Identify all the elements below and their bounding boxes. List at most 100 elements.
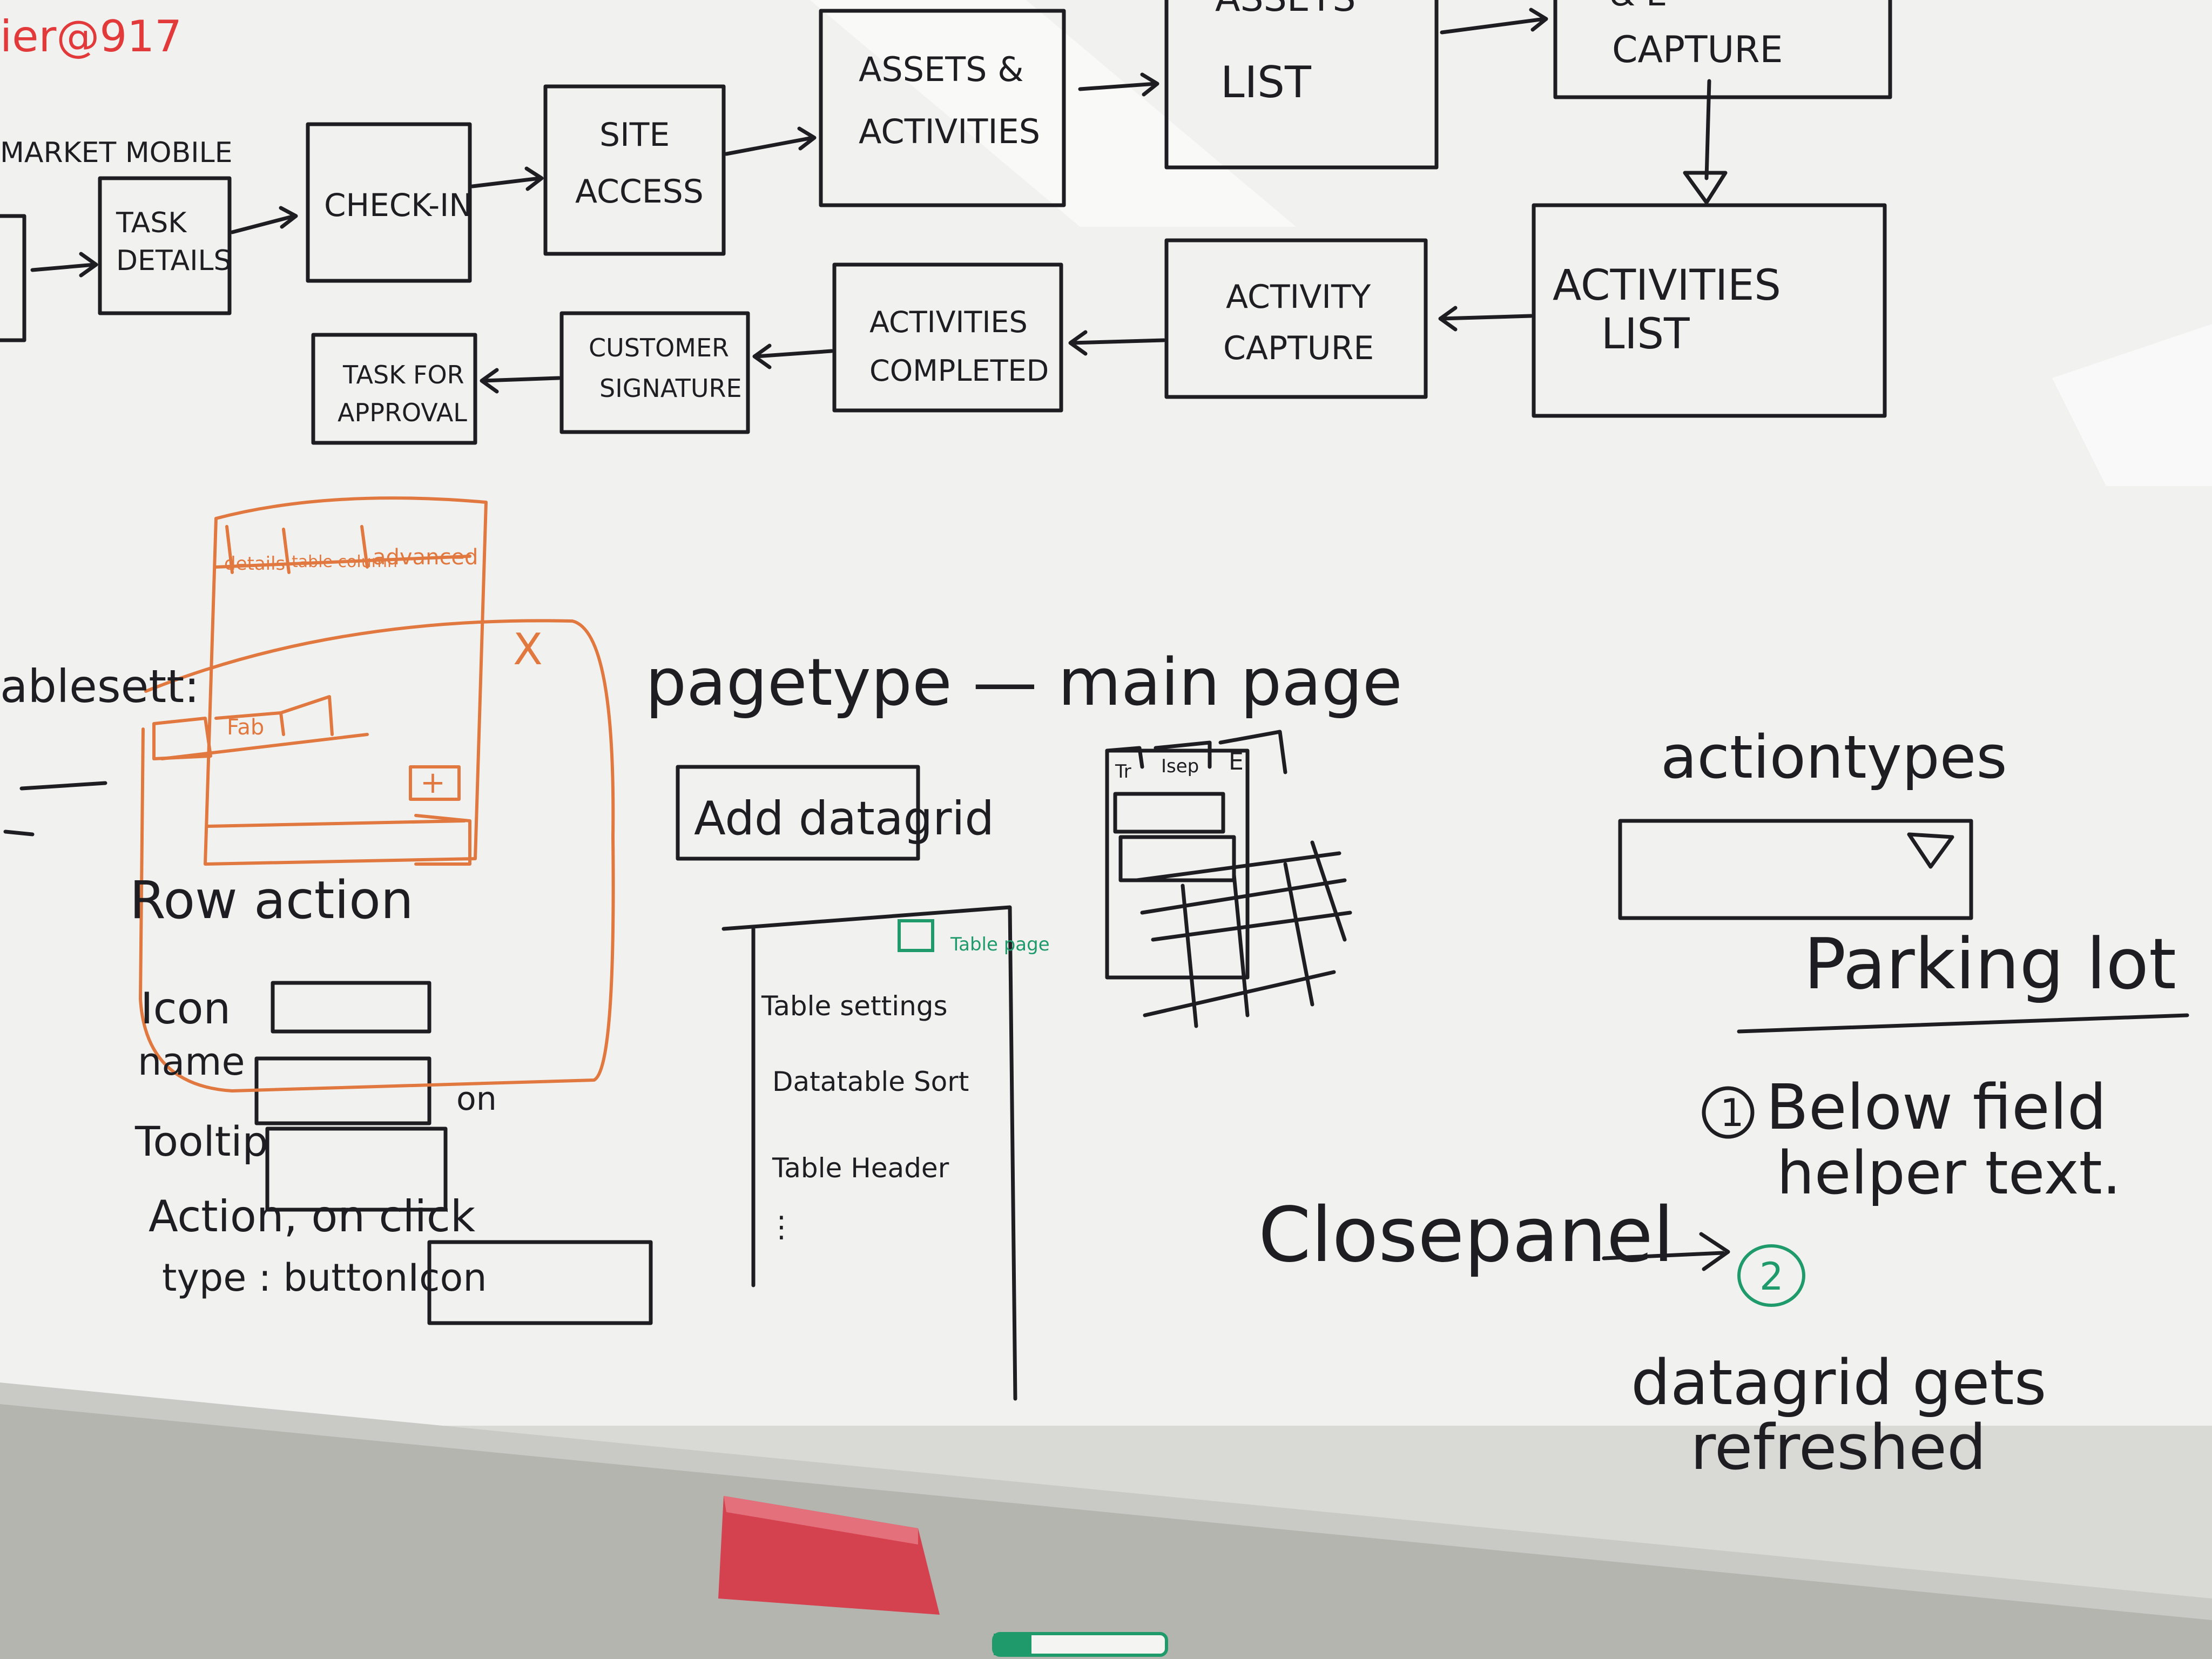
orange-plus-mark: + [420,765,446,800]
panel-ellipsis: ⋮ [767,1210,796,1244]
parking-lot-underline [1737,1013,2189,1034]
capture-top-line2: CAPTURE [1612,29,1783,71]
flow-arrow [1440,8,1548,35]
orange-tab-table-column: table column [292,552,397,571]
task-details-line1: TASK [116,207,187,239]
activities-completed-line2: COMPLETED [869,354,1049,388]
site-access-line2: ACCESS [575,173,704,211]
row-action-label: Row action [130,870,414,930]
brand-fragment: ier@917 [0,11,182,62]
panel-item-datatable-sort: Datatable Sort [772,1066,969,1097]
grid-tab-tr: Tr [1115,761,1131,783]
flow-arrow [1438,306,1533,332]
task-for-approval-line1: TASK FOR [342,360,464,389]
item-2-line1: datagrid gets [1631,1347,2047,1419]
icon-label: Icon [140,983,231,1034]
icon-field-sketch [271,981,431,1034]
activities-list-line1: ACTIVITIES [1553,261,1781,310]
on-label: on [456,1080,497,1118]
pagetype-label: pagetype — main page [645,645,1402,720]
assets-list-line1: ASSETS [1215,0,1356,20]
flow-box-left-partial [0,214,26,342]
middle-notes: pagetype — main page Add datagrid Table … [645,645,1402,1244]
item-1-circle [1702,1086,1755,1139]
name-label: name [138,1040,245,1084]
flow-box-activities-list [1532,203,1887,418]
green-notes [898,919,1805,1307]
check-in-label: CHECK-IN [324,187,473,224]
flow-box-task-details [98,176,232,315]
flow-arrow [752,343,834,369]
right-notes: actiontypes Parking lot 1 Below field he… [1258,723,2176,1484]
orange-tab-small: Fab [227,715,264,740]
left-notes: ablesett: Row action Icon name Tooltip A… [0,660,497,1300]
activity-capture-line1: ACTIVITY [1226,278,1371,316]
tooltip-field-sketch [265,1127,448,1212]
orange-modal-sketch [139,496,615,1092]
assets-activities-line1: ASSETS & [859,50,1024,89]
item-2-line2: refreshed [1690,1412,1986,1484]
tooltip-label: Tooltip [134,1117,268,1165]
green-note: Table page [950,934,1050,955]
task-details-line2: DETAILS [116,245,232,277]
actiontypes-dropdown-sketch [1618,819,1973,920]
customer-signature-line2: SIGNATURE [599,374,742,403]
activities-completed-line1: ACTIVITIES [869,305,1028,339]
item-2-number: 2 [1759,1255,1784,1299]
eraser [718,1496,940,1615]
flow-box-capture-top [1553,0,1892,99]
add-datagrid-sketch [676,765,920,861]
item-1-line1: Below field [1766,1071,2107,1144]
flow-arrow-down [1683,79,1728,205]
flow-arrow [30,252,98,278]
action-on-click-label: Action, on click [149,1191,476,1242]
flow-arrow [230,206,298,234]
task-for-approval-line2: APPROVAL [338,398,467,427]
panel-item-table-settings: Table settings [761,990,948,1022]
flow-box-site-access [543,84,726,256]
site-access-line1: SITE [599,116,670,154]
flow-box-activity-capture [1164,238,1428,399]
action-field-sketch [427,1240,653,1325]
flow-box-assets-activities [819,9,1066,207]
assets-activities-line2: ACTIVITIES [859,112,1040,151]
activities-list-line2: LIST [1601,310,1690,359]
type-label: type : buttonIcon [162,1256,487,1300]
item-1-number: 1 [1720,1091,1744,1135]
customer-signature-line1: CUSTOMER [589,333,729,362]
assets-list-line2: LIST [1220,57,1312,107]
closepanel-label: Closepanel [1258,1191,1674,1279]
closepanel-arrow [1602,1232,1730,1271]
flow-arrow [1068,330,1166,356]
table-settings-label: ablesett: [0,660,199,713]
capture-top-line1: & E [1609,0,1667,14]
orange-tab-advanced: advanced [373,545,478,570]
flow-box-customer-signature [559,311,750,434]
marker-pen [992,1632,1168,1657]
dropdown-triangle [1907,832,1954,869]
diagram-subtitle: MARKET MOBILE [0,137,232,169]
flow-box-activities-completed [832,262,1063,413]
panel-sketch [721,905,1017,1401]
activity-capture-line2: CAPTURE [1223,329,1374,367]
flow-arrow [470,166,544,191]
orange-text: details table column advanced X Fab + [224,545,543,800]
flow-arrow [1078,72,1159,97]
left-partial-lines [3,781,107,837]
panel-item-table-header: Table Header [772,1152,949,1184]
grid-tab-e: E [1229,748,1244,775]
grid-sketch [1105,730,1352,1028]
flow-arrow [480,368,561,394]
top-flow-text: ier@917 MARKET MOBILE TASK DETAILS CHECK… [0,0,1783,427]
light-glare-right [2052,324,2212,486]
flow-box-check-in [306,122,472,283]
grid-tab-isep: Isep [1161,756,1199,777]
flow-arrow [724,126,817,156]
add-datagrid-label: Add datagrid [694,792,994,846]
orange-tab-details: details [224,553,285,575]
light-glare [810,0,1296,227]
flow-box-assets-list [1164,0,1439,170]
actiontypes-label: actiontypes [1661,723,2007,792]
item-1-line2: helper text. [1777,1138,2121,1208]
